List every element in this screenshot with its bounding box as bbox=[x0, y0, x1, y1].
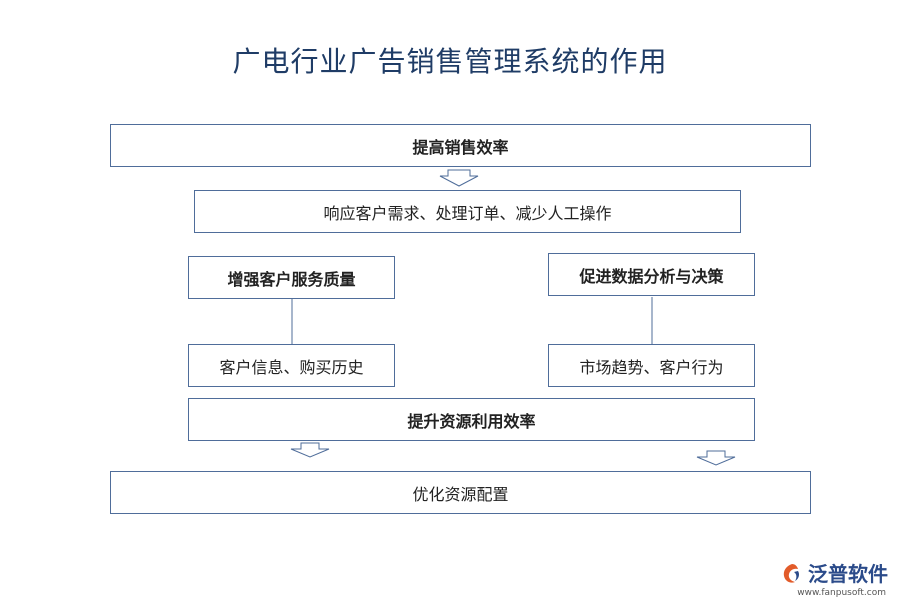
box-label: 市场趋势、客户行为 bbox=[579, 357, 724, 377]
page-title: 广电行业广告销售管理系统的作用 bbox=[232, 45, 668, 78]
box-improve-sales: 提高销售效率 bbox=[110, 124, 811, 167]
box-label: 提高销售效率 bbox=[412, 137, 509, 157]
box-label: 响应客户需求、处理订单、减少人工操作 bbox=[323, 203, 612, 223]
box-label: 客户信息、购买历史 bbox=[219, 357, 364, 377]
box-label: 优化资源配置 bbox=[412, 484, 509, 504]
box-enhance-service: 增强客户服务质量 bbox=[188, 256, 395, 299]
down-arrow-icon bbox=[439, 169, 479, 187]
box-label: 提升资源利用效率 bbox=[407, 411, 536, 431]
down-arrow-icon bbox=[696, 450, 736, 466]
box-resource-efficiency: 提升资源利用效率 bbox=[188, 398, 755, 441]
logo-mark-icon bbox=[783, 564, 799, 583]
box-customer-info: 客户信息、购买历史 bbox=[188, 344, 395, 387]
brand-logo: 泛普软件 bbox=[780, 562, 888, 586]
down-arrow-icon bbox=[290, 442, 330, 458]
box-market-trends: 市场趋势、客户行为 bbox=[548, 344, 755, 387]
box-optimize: 优化资源配置 bbox=[110, 471, 811, 514]
logo-url: www.fanpusoft.com bbox=[797, 588, 886, 598]
box-label: 促进数据分析与决策 bbox=[579, 266, 724, 286]
box-respond: 响应客户需求、处理订单、减少人工操作 bbox=[194, 190, 741, 233]
logo-name: 泛普软件 bbox=[808, 562, 888, 586]
box-promote-analysis: 促进数据分析与决策 bbox=[548, 253, 755, 296]
box-label: 增强客户服务质量 bbox=[227, 269, 356, 289]
